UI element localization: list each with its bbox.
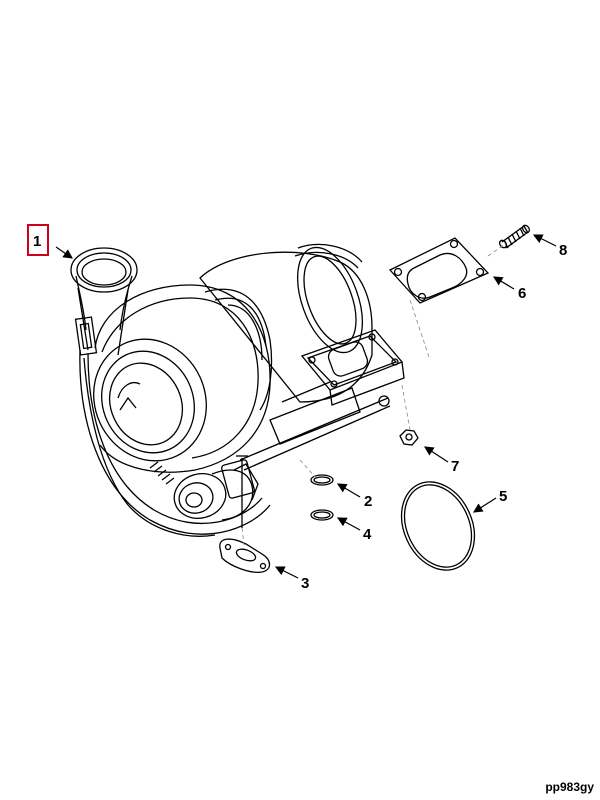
callout-label-2[interactable]: 2 <box>364 493 372 510</box>
leader-2 <box>336 483 361 498</box>
small-seal-2-part <box>310 474 334 486</box>
leader-7 <box>423 446 449 463</box>
callout-labels: 1 2 3 4 5 6 7 8 <box>33 233 567 592</box>
alignment-lines <box>241 243 506 546</box>
figure-code: pp983gy <box>545 780 594 794</box>
callout-label-1[interactable]: 1 <box>33 233 41 250</box>
callout-1-highlight-box <box>27 224 49 256</box>
exhaust-gasket-part <box>388 237 490 304</box>
leader-6 <box>492 276 515 290</box>
callout-label-6[interactable]: 6 <box>518 285 526 302</box>
small-gasket-part <box>219 538 271 573</box>
callout-label-5[interactable]: 5 <box>499 488 507 505</box>
callout-label-8[interactable]: 8 <box>559 242 567 259</box>
callout-label-4[interactable]: 4 <box>363 526 372 543</box>
leader-1 <box>55 246 73 259</box>
nut-part <box>399 429 419 446</box>
callout-label-3[interactable]: 3 <box>301 575 309 592</box>
leader-8 <box>532 234 557 247</box>
callout-leaders <box>55 234 557 579</box>
leader-5 <box>472 497 497 513</box>
large-seal-ring-part <box>400 481 476 571</box>
leader-4 <box>336 517 361 531</box>
small-seal-4-part <box>310 509 334 521</box>
leader-3 <box>274 566 299 579</box>
callout-label-7[interactable]: 7 <box>451 458 459 475</box>
turbocharger-assembly <box>70 243 405 537</box>
stud-part <box>498 224 531 249</box>
